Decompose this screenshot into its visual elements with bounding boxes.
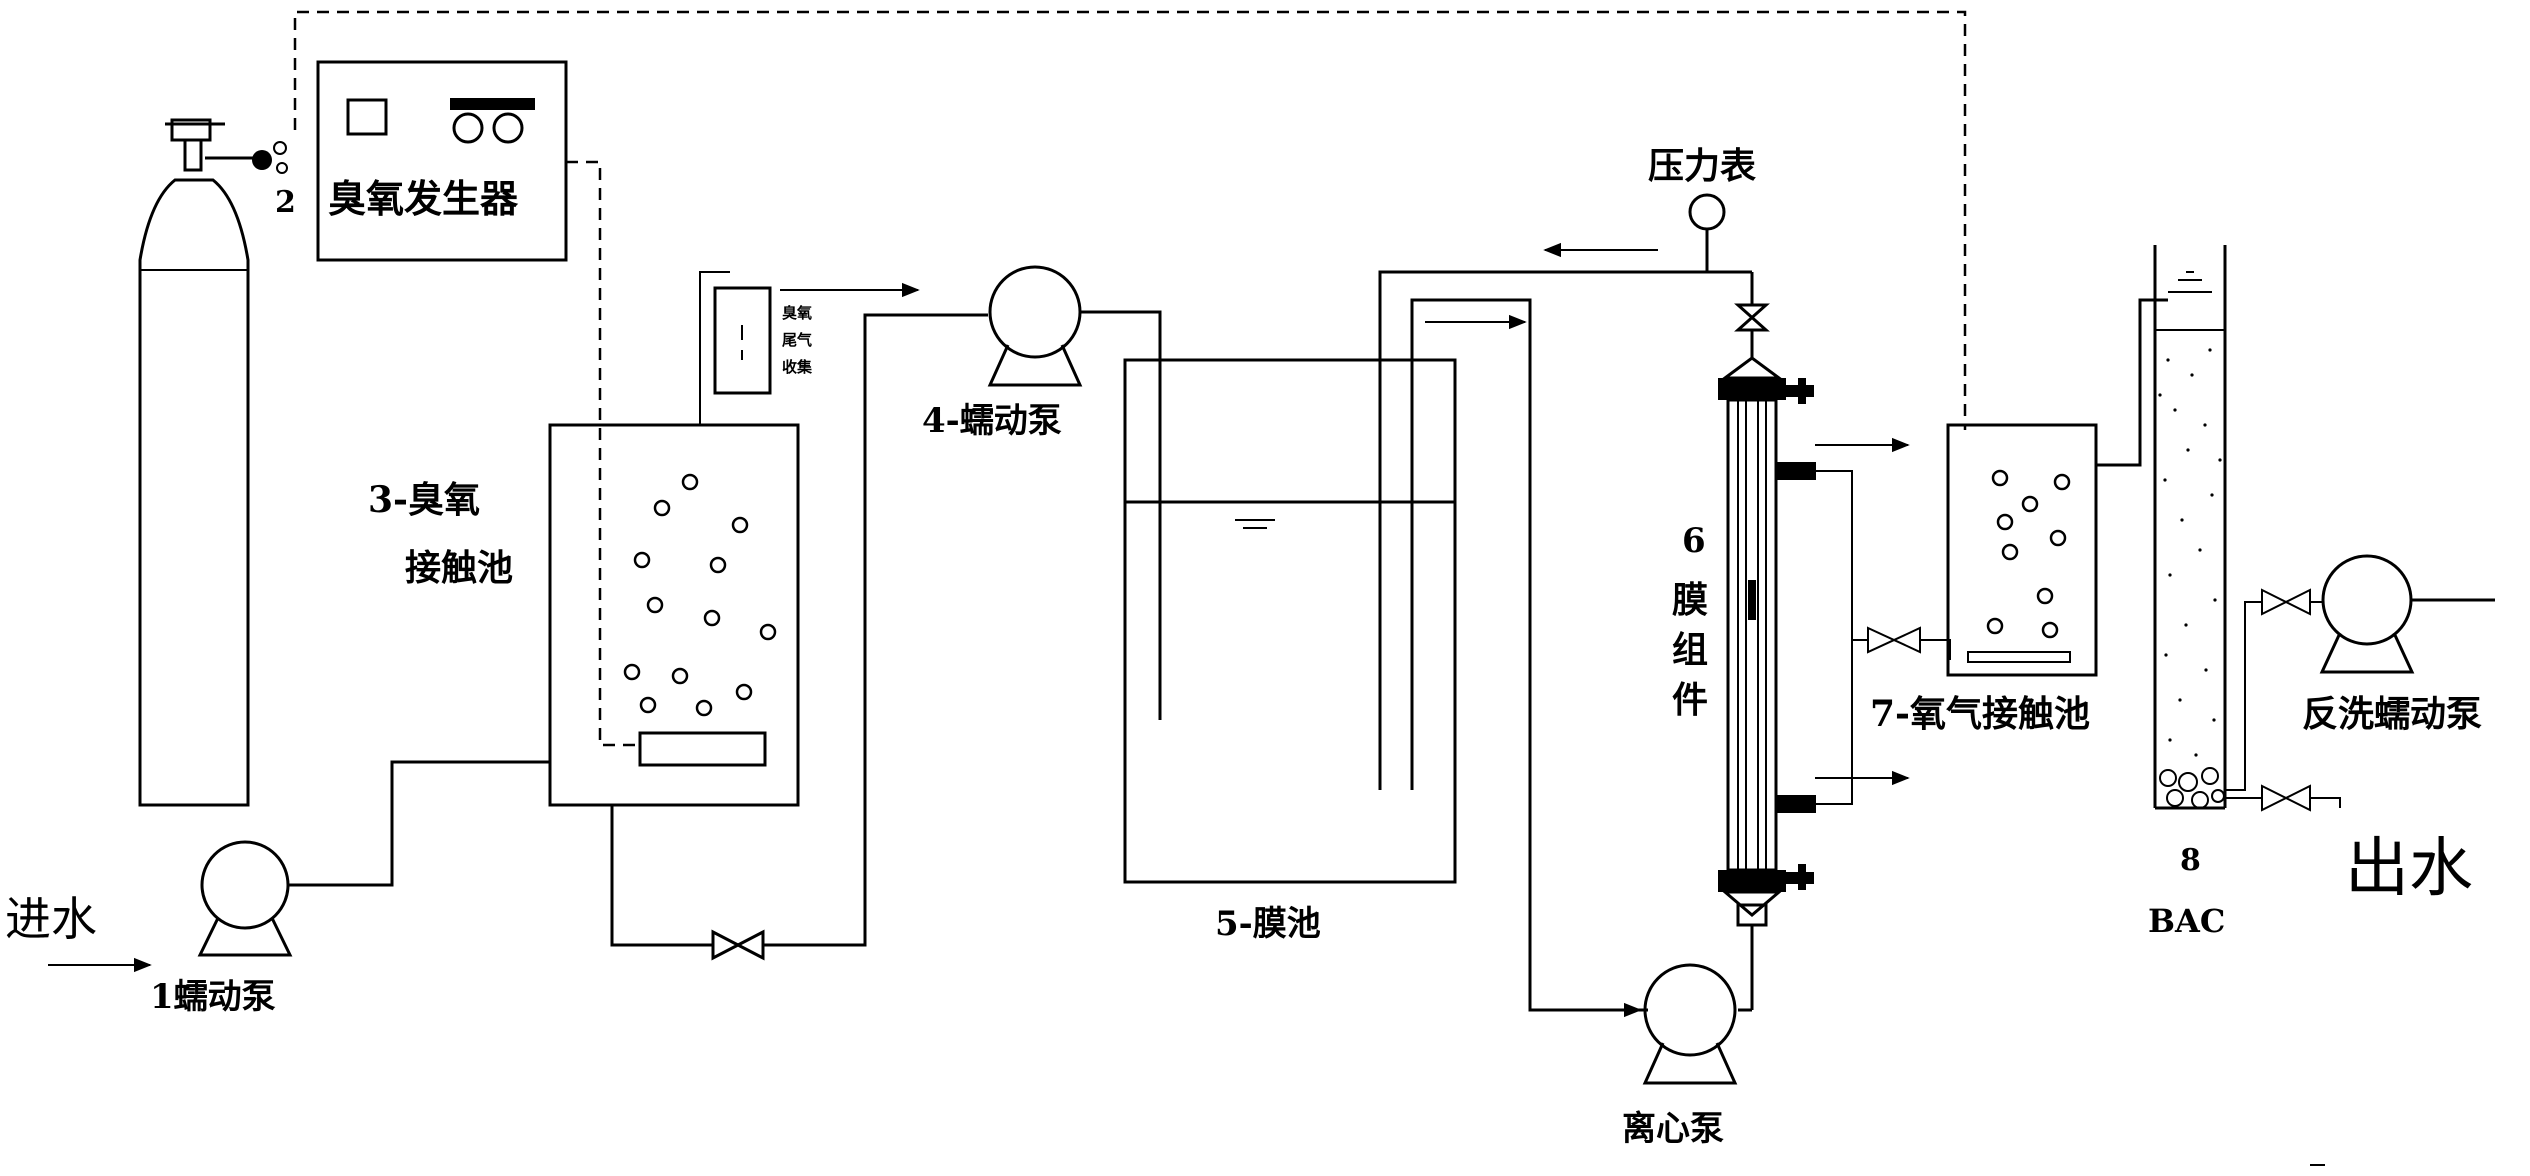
peristaltic-pump-1: [197, 840, 293, 957]
bac-gravel: [2159, 767, 2225, 809]
pipe-tank-to-centrifugal: [1410, 298, 1648, 1012]
ozone-dashed-line-to-tank3: [566, 160, 640, 747]
pipe-permeate: [1816, 470, 1951, 805]
label-membrane-tank: 5-膜池: [1215, 904, 1321, 944]
valve-1: [711, 929, 765, 961]
label-tail-gas-3: 收集: [782, 358, 813, 376]
pipe-tank7-to-bac: [2096, 298, 2168, 467]
valve-4: [2261, 784, 2311, 812]
pipe-pump1-to-tank3: [288, 760, 550, 887]
valve-2: [1867, 626, 1921, 654]
label-pump4: 4-蠕动泵: [922, 401, 1062, 441]
pipe-outlet: [2225, 797, 2341, 808]
label-tail-gas-1: 臭氧: [782, 304, 812, 322]
pressure-gauge: [1688, 193, 1726, 272]
ozone-contact-tank-3: [548, 423, 800, 807]
label-pump1: 1蠕动泵: [150, 977, 276, 1017]
membrane-tank-5: [1123, 358, 1457, 884]
peristaltic-pump-4: [987, 265, 1083, 387]
label-oxygen-contact-tank: 7-氧气接触池: [1870, 693, 2090, 735]
label-contact3-line1: 3-臭氧: [368, 479, 480, 521]
label-centrifugal-pump: 离心泵: [1622, 1109, 1724, 1149]
label-module-char-2: 组: [1672, 629, 1708, 671]
ozone-dashed-line-top: [293, 10, 1967, 430]
membrane-module-6: [1718, 272, 1816, 1012]
pipe-backwash: [2225, 601, 2322, 791]
valve-3: [2261, 588, 2311, 616]
label-module-num: 6: [1682, 521, 1706, 561]
label-bac-num: 8: [2180, 843, 2201, 878]
pipe-pump4-to-membrane-tank: [1080, 310, 1162, 720]
label-module-char-1: 膜: [1672, 579, 1708, 621]
backwash-peristaltic-pump: [2319, 554, 2495, 674]
label-bac: BAC: [2148, 902, 2225, 940]
label-tail-gas-2: 尾气: [782, 331, 812, 349]
pipe-module-return: [1378, 270, 1752, 790]
tail-gas-collector: 臭氧 尾气 收集: [699, 271, 920, 425]
label-contact3-line2: 接触池: [405, 547, 513, 589]
label-module-char-3: 件: [1672, 679, 1708, 721]
label-pressure-gauge: 压力表: [1648, 145, 1756, 187]
label-backwash-pump: 反洗蠕动泵: [2302, 693, 2482, 735]
label-num2: 2: [275, 185, 296, 220]
label-ozone-generator: 臭氧发生器: [328, 176, 519, 221]
oxygen-contact-tank-7: [1946, 423, 2098, 677]
centrifugal-pump: [1642, 963, 1738, 1085]
ozone-generator: [316, 60, 568, 262]
label-inlet: 进水: [5, 892, 97, 946]
gas-cylinder: [138, 118, 288, 807]
pipe-tank3-to-pump4: [610, 313, 988, 947]
bac-column-8: [2153, 245, 2227, 810]
bac-media: [2158, 348, 2222, 757]
label-outlet: 出水: [2345, 832, 2473, 906]
